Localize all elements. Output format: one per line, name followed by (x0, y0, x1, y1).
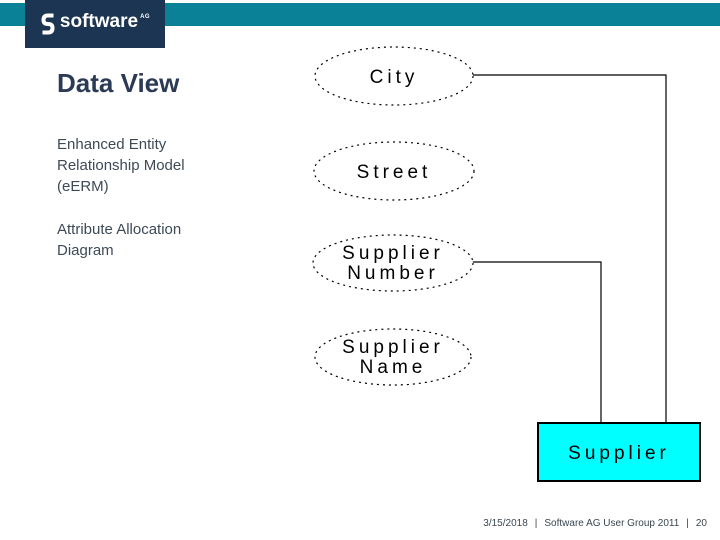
supplier-number-ellipse (312, 234, 474, 292)
slide-body-text: Enhanced Entity Relationship Model (eERM… (57, 134, 217, 283)
footer-date: 3/15/2018 (483, 518, 528, 529)
supplier-name-label-line1: Supplier (342, 337, 444, 358)
supplier-name-label-line2: Name (360, 357, 427, 378)
footer-separator-1: | (534, 518, 538, 529)
entity-node-supplier: Supplier (537, 422, 701, 482)
supplier-entity-label: Supplier (568, 443, 670, 464)
logo-wordmark: software (59, 11, 139, 32)
footer-page-number: 20 (695, 518, 707, 529)
supplier-number-label-line1: Supplier (342, 243, 444, 264)
connector-supplier-number-supplier (468, 261, 602, 423)
supplier-entity-rect (537, 422, 701, 482)
logo-suffix: AG (140, 14, 151, 20)
body-paragraph-attribute: Attribute Allocation Diagram (57, 221, 182, 259)
header-accent-bar (0, 3, 720, 26)
street-ellipse (313, 141, 475, 201)
attribute-node-supplier-name: Supplier Name (314, 328, 472, 386)
footer-separator-2: | (686, 518, 689, 529)
supplier-name-ellipse (314, 328, 472, 386)
software-ag-logo: software AG (25, 0, 165, 48)
attribute-node-city: City (314, 46, 474, 106)
software-ag-s-icon (41, 13, 55, 35)
slide-footer: 3/15/2018 | Software AG User Group 2011 … (483, 518, 707, 529)
attribute-node-street: Street (313, 141, 475, 201)
page-title: Data View (57, 68, 180, 98)
footer-event: Software AG User Group 2011 (544, 518, 680, 529)
city-ellipse (314, 46, 474, 106)
street-label: Street (357, 162, 432, 183)
connector-city-supplier (473, 74, 667, 423)
body-paragraph-eerm: Enhanced Entity Relationship Model (eERM… (57, 136, 185, 195)
attribute-node-supplier-number: Supplier Number (312, 234, 474, 292)
supplier-number-label-line2: Number (347, 263, 439, 284)
city-label: City (370, 67, 419, 88)
